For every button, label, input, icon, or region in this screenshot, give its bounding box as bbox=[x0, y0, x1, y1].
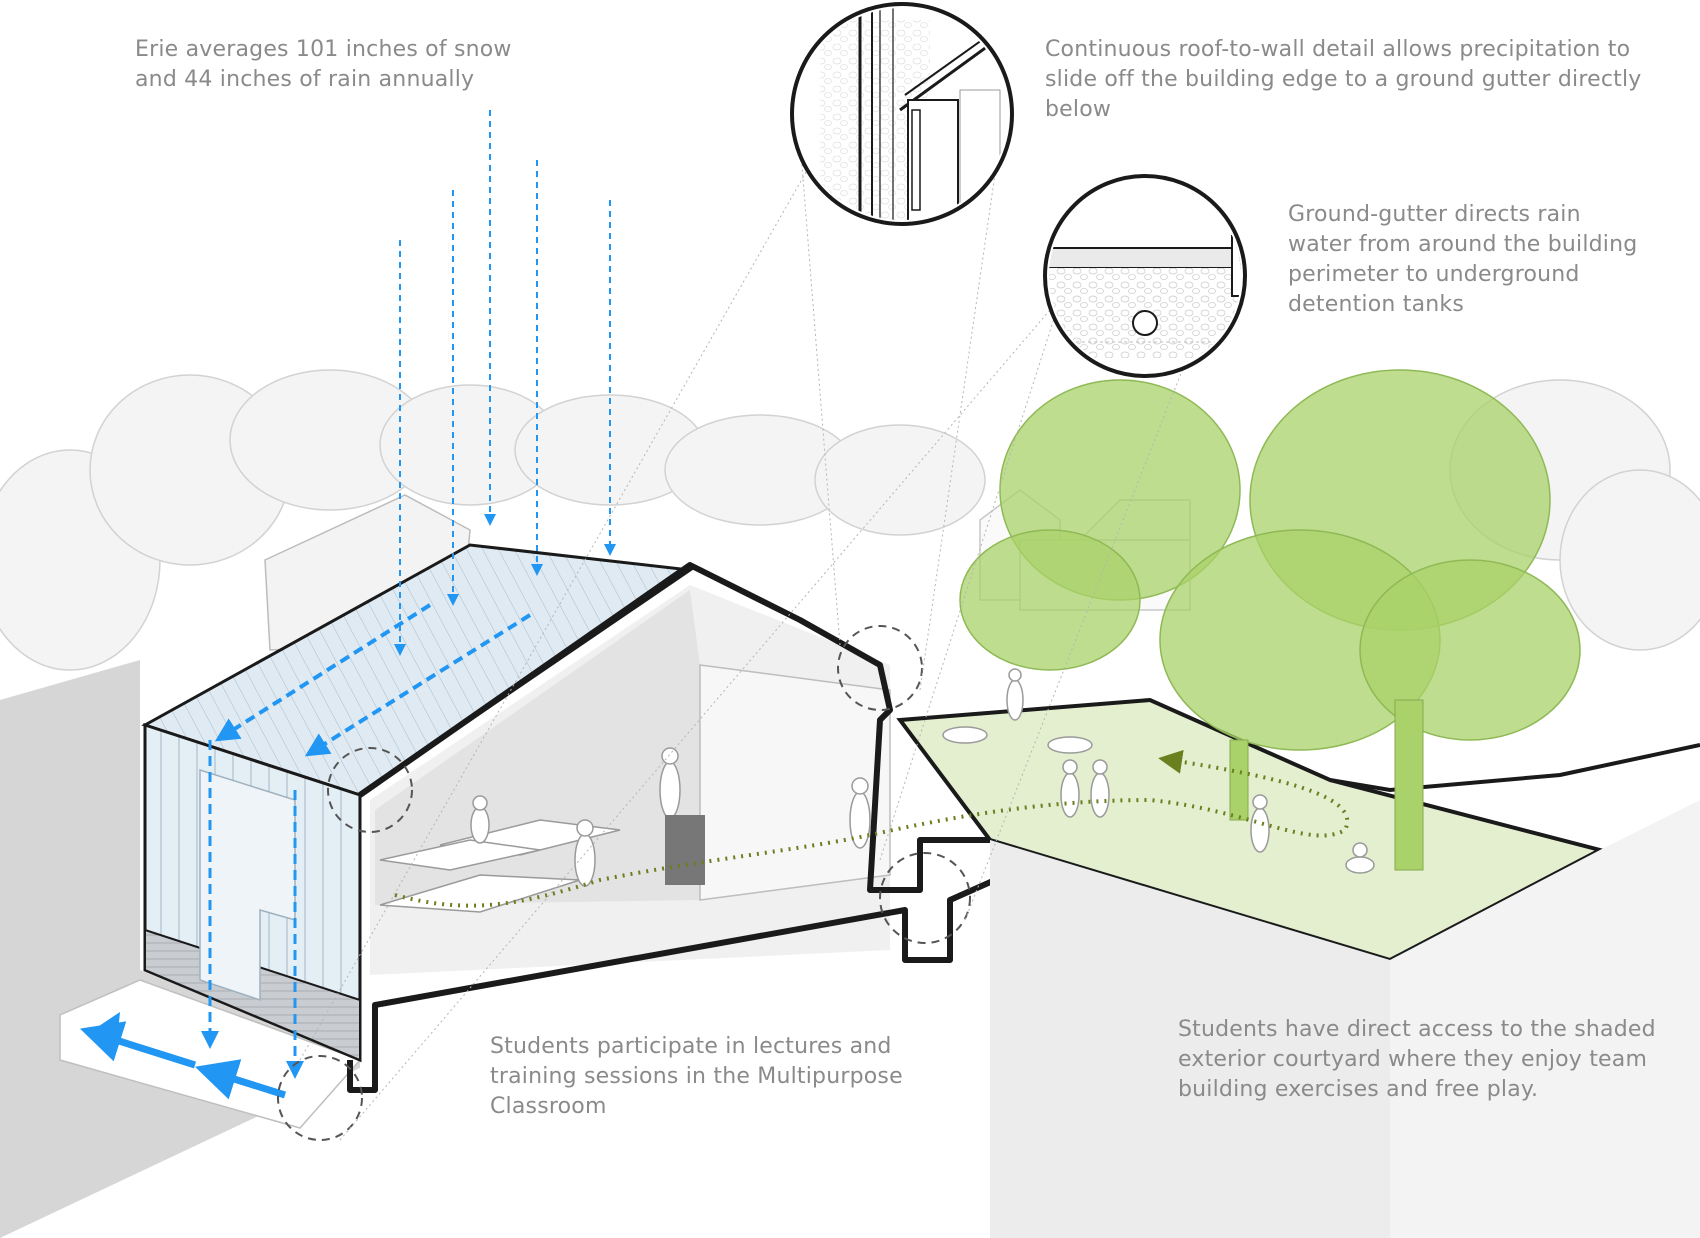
caption-courtyard: Students have direct access to the shade… bbox=[1178, 1015, 1656, 1105]
interior-back-wall bbox=[375, 590, 700, 905]
caption-line: Ground-gutter directs rain bbox=[1288, 202, 1581, 227]
caption-line: Continuous roof-to-wall detail allows pr… bbox=[1045, 37, 1631, 62]
classroom-tables bbox=[379, 819, 621, 913]
courtyard-people bbox=[1006, 668, 1375, 874]
interior-furniture-block bbox=[665, 815, 705, 885]
caption-line: Erie averages 101 inches of snow bbox=[135, 37, 512, 62]
wall-runoff-arrows bbox=[201, 740, 304, 1079]
caption-line: water from around the building bbox=[1288, 232, 1638, 257]
ground-right bbox=[1390, 800, 1700, 1238]
caption-line: exterior courtyard where they enjoy team bbox=[1178, 1047, 1648, 1072]
roof-runoff-arrows bbox=[214, 603, 532, 757]
caption-line: and 44 inches of rain annually bbox=[135, 67, 475, 92]
courtyard-trees bbox=[959, 369, 1581, 751]
caption-ground-gutter: Ground-gutter directs rain water from ar… bbox=[1288, 200, 1637, 320]
caption-line: building exercises and free play. bbox=[1178, 1077, 1539, 1102]
caption-line: Students have direct access to the shade… bbox=[1178, 1017, 1656, 1042]
courtyard-tables bbox=[942, 726, 1093, 754]
rain-arrows bbox=[394, 110, 616, 656]
caption-classroom: Students participate in lectures and tra… bbox=[490, 1032, 903, 1122]
caption-roof-detail: Continuous roof-to-wall detail allows pr… bbox=[1045, 35, 1641, 125]
caption-line: below bbox=[1045, 97, 1112, 122]
caption-line: perimeter to underground bbox=[1288, 262, 1580, 287]
magnifier-roof-detail bbox=[790, 2, 1014, 226]
courtyard-base bbox=[990, 840, 1390, 1238]
gutter-flow-arrowhead bbox=[90, 1012, 120, 1052]
circulation-path bbox=[394, 749, 1350, 908]
detail-callout-circles bbox=[277, 625, 971, 1141]
caption-rainfall: Erie averages 101 inches of snow and 44 … bbox=[135, 35, 512, 95]
caption-line: Classroom bbox=[490, 1094, 607, 1119]
caption-line: training sessions in the Multipurpose bbox=[490, 1064, 903, 1089]
caption-line: slide off the building edge to a ground … bbox=[1045, 67, 1642, 92]
callout-leader-lines bbox=[299, 129, 1211, 1141]
caption-line: detention tanks bbox=[1288, 292, 1464, 317]
magnifier-gutter-detail bbox=[1043, 174, 1247, 378]
caption-line: Students participate in lectures and bbox=[490, 1034, 892, 1059]
tree-trunks bbox=[1229, 699, 1424, 871]
ground-right-edge bbox=[1329, 743, 1700, 793]
ground-slab bbox=[59, 979, 362, 1129]
